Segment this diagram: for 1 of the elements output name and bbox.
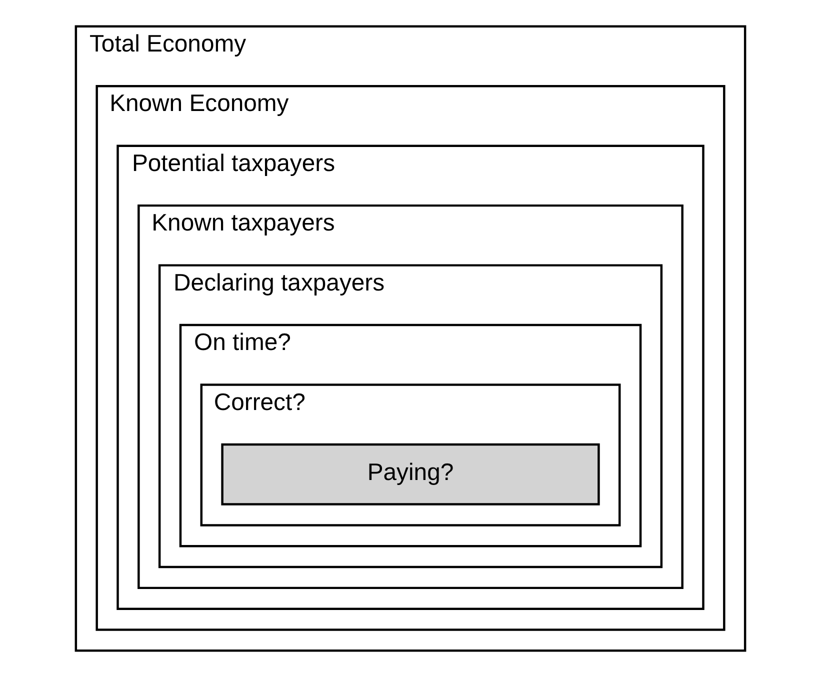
node-box: Paying? <box>220 443 600 506</box>
